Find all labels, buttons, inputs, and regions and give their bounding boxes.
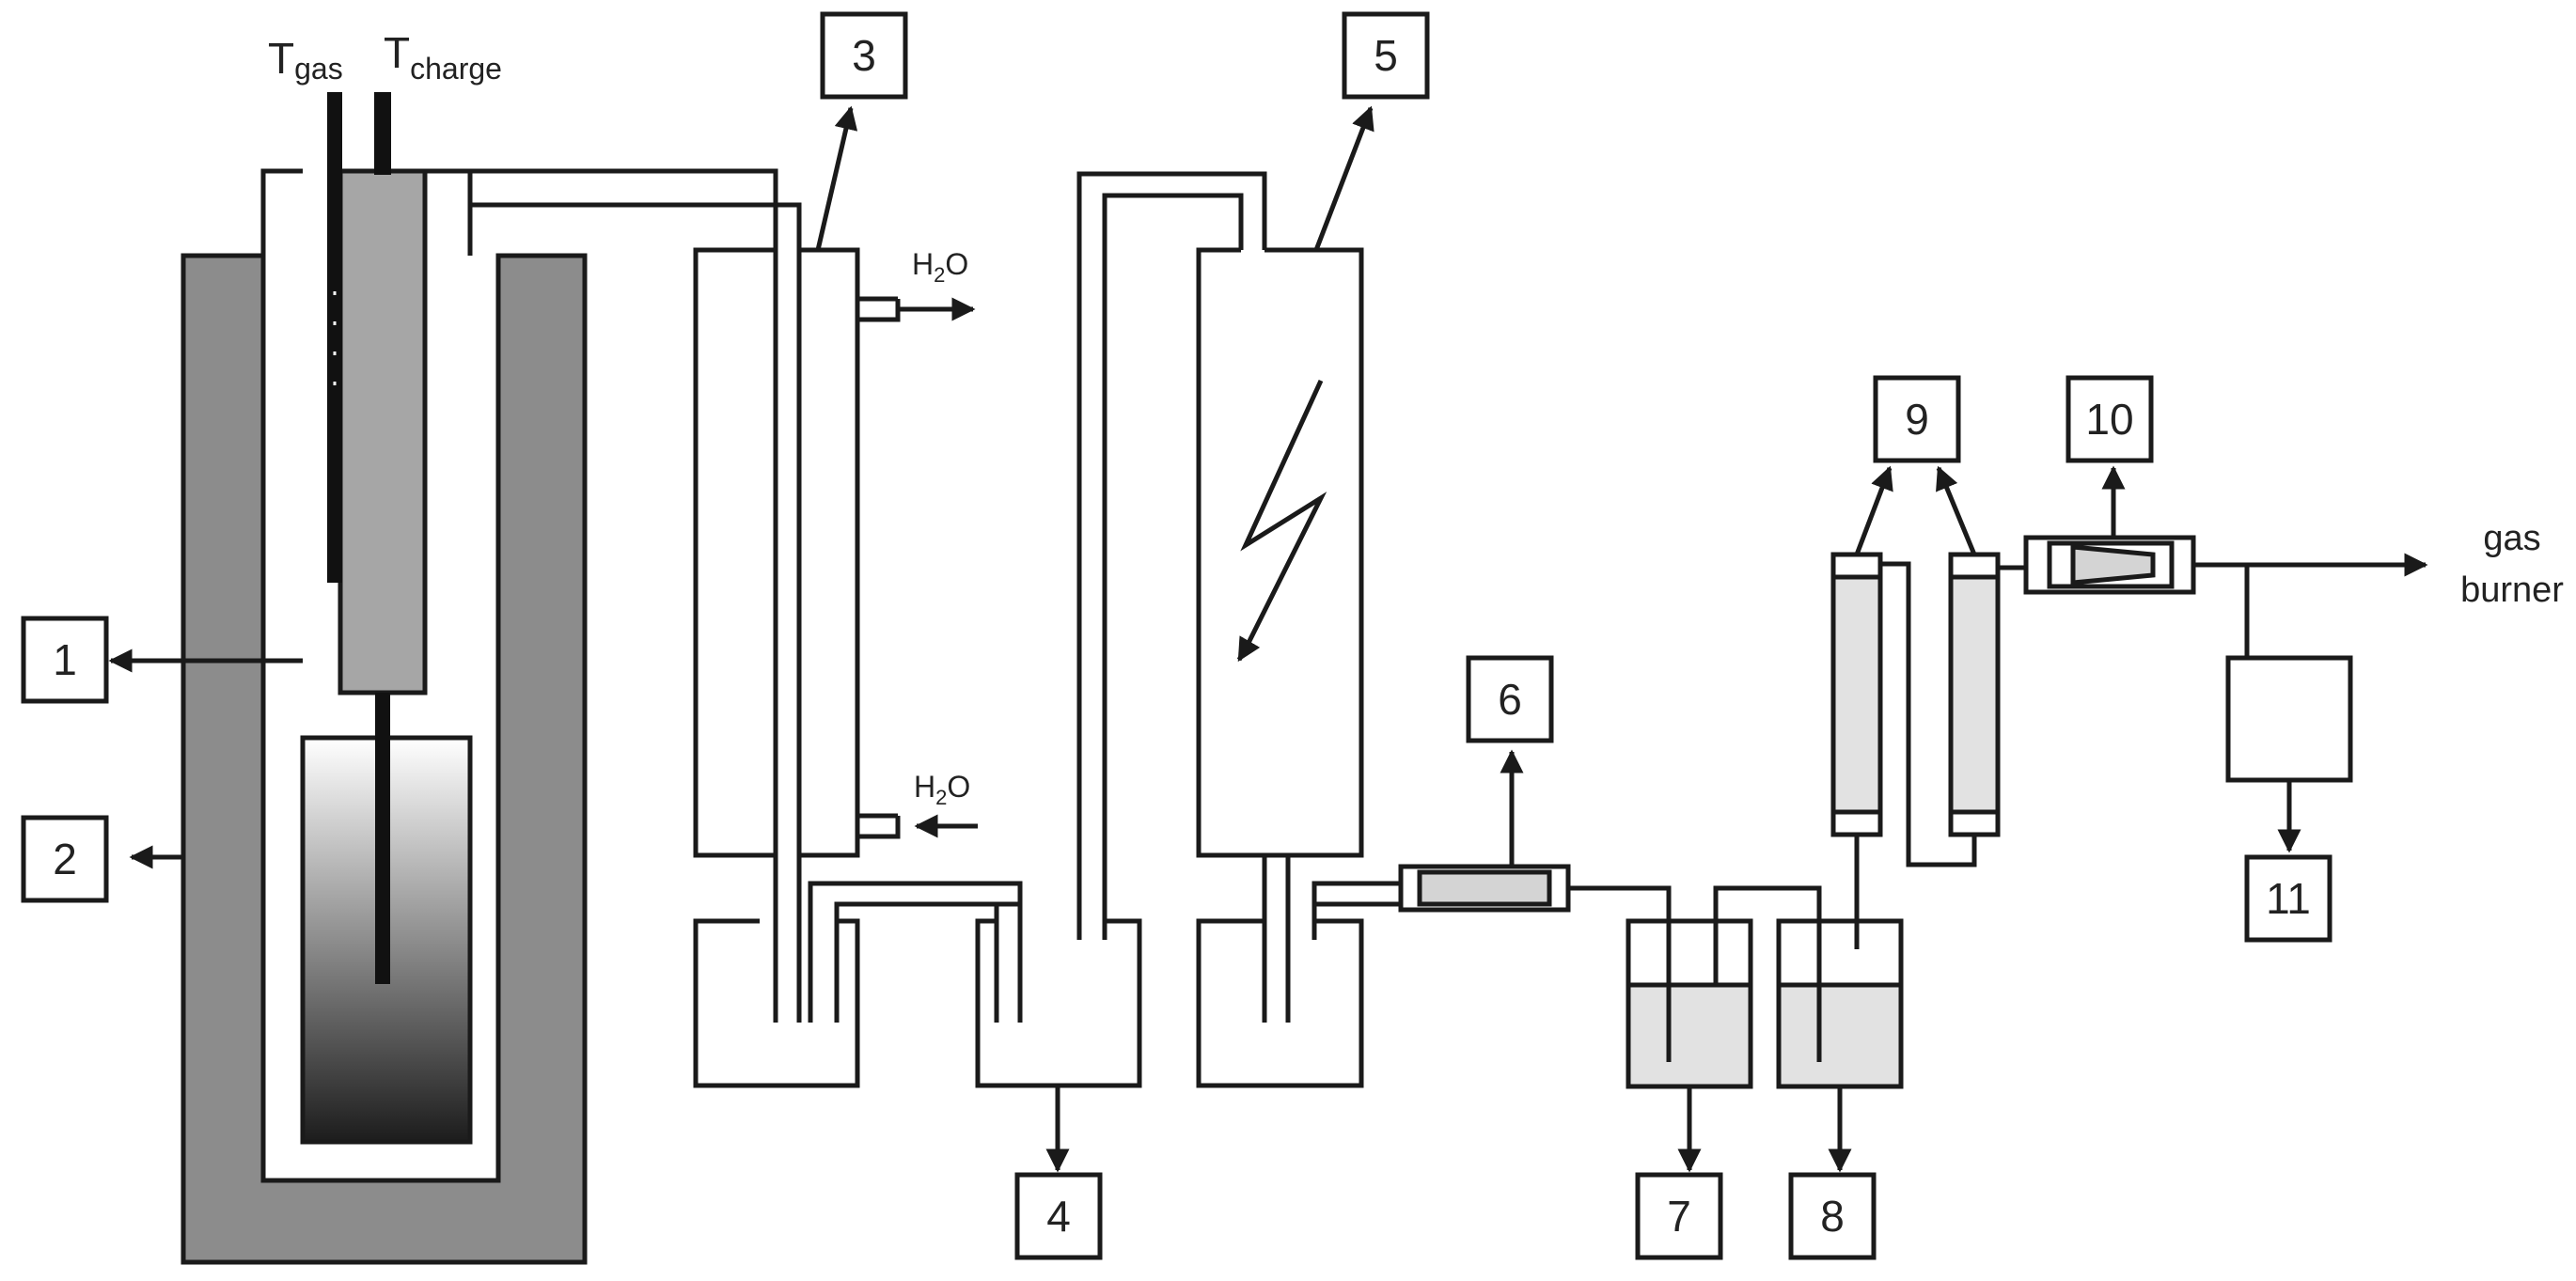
filter-6	[1398, 864, 1822, 1062]
callout-6: 6	[1466, 655, 1554, 743]
callout-2: 2	[21, 815, 109, 903]
h2o-outlet-nozzle	[857, 296, 901, 322]
svg-text:3: 3	[852, 31, 876, 80]
arrow-to-9a	[1854, 465, 1893, 555]
svg-text:4: 4	[1046, 1192, 1071, 1241]
collector-3	[1196, 881, 1401, 1088]
furnace-wall	[181, 253, 588, 1265]
svg-text:6: 6	[1498, 675, 1522, 724]
callout-7: 7	[1635, 1172, 1723, 1260]
charge-rod	[375, 693, 390, 984]
callout-8: 8	[1788, 1172, 1877, 1260]
collector-2-riser	[1076, 171, 1267, 940]
t-gas-label: Tgas	[268, 34, 343, 86]
callout-11: 11	[2244, 854, 2333, 943]
callout-10: 10	[2066, 375, 2154, 463]
precipitator-bolt	[1240, 379, 1327, 650]
absorber-column-1	[1830, 552, 1977, 867]
arrow-to-3	[815, 105, 858, 251]
absorber-column-2	[1948, 552, 2026, 837]
svg-text:11: 11	[2266, 874, 2311, 923]
water-condenser	[693, 247, 901, 858]
text-labels: Tgas Tcharge H2O H2O gas burner	[268, 28, 2564, 809]
reactor-outlet-pipe	[425, 168, 802, 1023]
arrow-to-9b	[1936, 465, 1977, 555]
callout-3: 3	[820, 11, 908, 100]
h2o-outlet-label: H2O	[912, 247, 968, 287]
callout-boxes: 1 2 3 4 5 6 7 8 9 10 11	[21, 11, 2333, 1260]
callout-1: 1	[21, 616, 109, 704]
svg-text:7: 7	[1667, 1192, 1691, 1241]
callout-9: 9	[1873, 375, 1961, 463]
h2o-inlet-nozzle	[857, 813, 901, 839]
charge-holder	[338, 168, 428, 695]
svg-text:10: 10	[2085, 395, 2133, 444]
wash-bottle-8	[1776, 835, 1904, 1089]
svg-text:8: 8	[1820, 1192, 1845, 1241]
t-charge-label: Tcharge	[384, 28, 502, 86]
callout-5: 5	[1342, 11, 1430, 100]
arrow-to-5	[1313, 105, 1374, 251]
gas-sampler	[2225, 655, 2353, 783]
electrostatic-precipitator	[1196, 247, 1364, 1023]
flow-arrows	[108, 105, 2428, 1173]
thermocouple-gas	[327, 92, 342, 583]
svg-text:2: 2	[53, 835, 77, 883]
callout-4: 4	[1014, 1172, 1103, 1260]
collector-1	[693, 881, 1023, 1088]
thermocouple-charge	[374, 92, 391, 175]
svg-text:1: 1	[53, 635, 77, 684]
arrow-precipitator	[1236, 635, 1261, 663]
svg-text:5: 5	[1374, 31, 1398, 80]
gas-burner-label-line2: burner	[2460, 570, 2564, 610]
h2o-inlet-label: H2O	[914, 770, 970, 809]
flowmeter-10	[2023, 535, 2397, 783]
gas-burner-label-line1: gas	[2483, 519, 2540, 558]
svg-text:9: 9	[1905, 395, 1929, 444]
furnace	[181, 92, 588, 1265]
wash-bottle-7	[1626, 918, 1753, 1089]
